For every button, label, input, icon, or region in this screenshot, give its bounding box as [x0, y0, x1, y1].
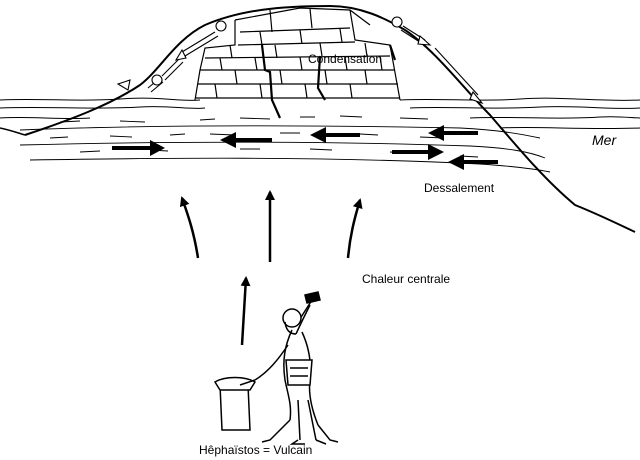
arrow-right-left-area [112, 140, 165, 156]
arrow-left-right-2 [448, 154, 498, 170]
stone-blocks [194, 7, 401, 119]
sea-label: Mer [592, 132, 617, 148]
condensation-label: Condensation [308, 52, 383, 66]
heat-arrow-lower [240, 276, 251, 346]
crust-flow-arrows [112, 125, 498, 170]
arrow-left-center-2 [310, 127, 360, 143]
arrow-right-right-1 [392, 144, 444, 160]
heat-arrows [179, 190, 363, 346]
god-label: Hêphaïstos = Vulcain [199, 443, 313, 457]
arrow-left-center-1 [220, 132, 272, 148]
left-slope-arrows [116, 20, 227, 93]
desalination-label: Dessalement [424, 181, 495, 195]
right-slope-arrows [391, 16, 484, 105]
hephaistos-figure [213, 291, 339, 445]
heat-arrow-right [346, 198, 363, 259]
heat-arrow-left [179, 196, 200, 259]
arrow-left-right-1 [428, 125, 478, 141]
crust-layers [19, 115, 551, 173]
sea-surface [0, 97, 640, 130]
mountain-landmass [0, 4, 636, 233]
central-heat-label: Chaleur centrale [362, 272, 451, 286]
